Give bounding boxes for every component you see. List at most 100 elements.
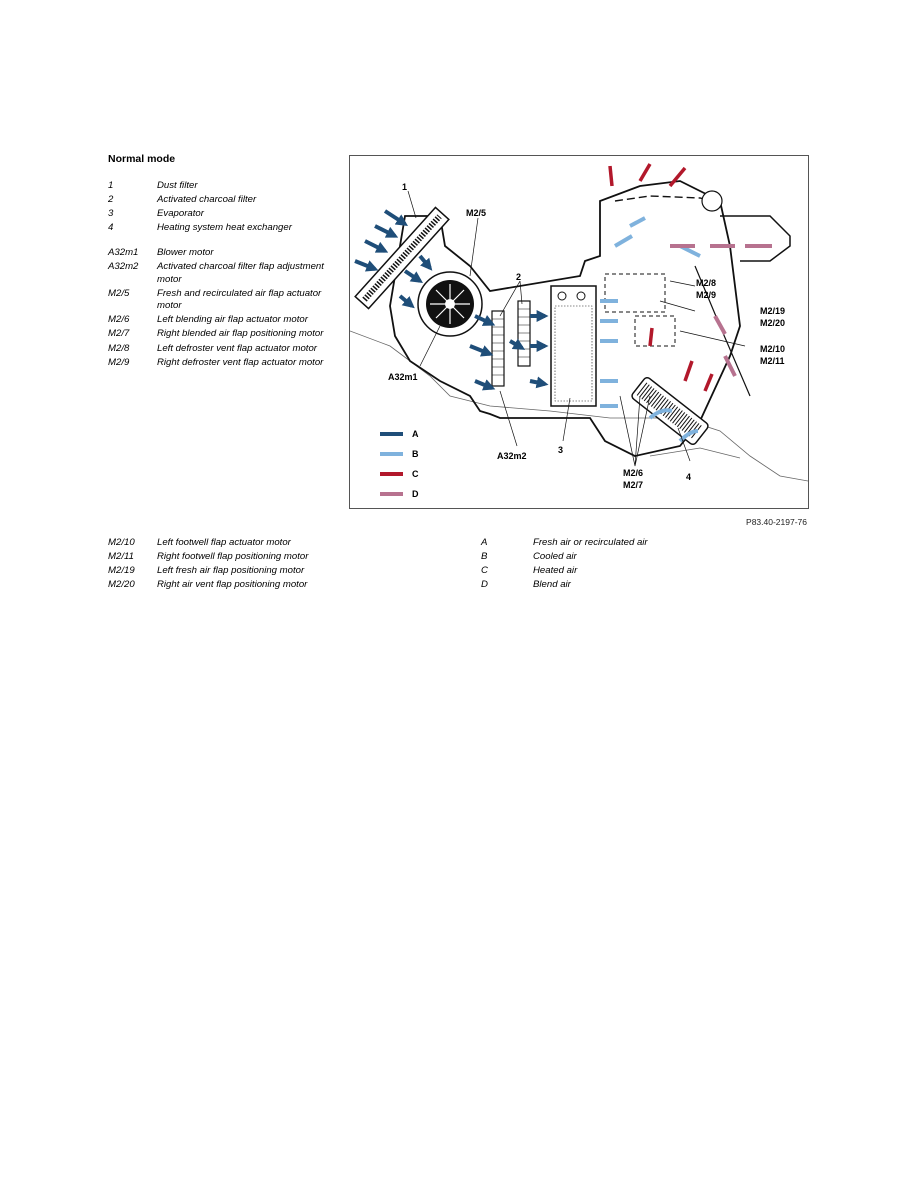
legend-code: M2/7 <box>108 328 130 340</box>
legend-code: 2 <box>108 194 114 206</box>
legend-code: M2/19 <box>108 565 135 577</box>
legend-code: D <box>481 579 488 591</box>
legend-code: 4 <box>108 222 114 234</box>
legend-text: Fresh and recirculated air flap actuator… <box>157 287 322 312</box>
airflow-arrows-blend <box>670 244 772 377</box>
legend-row: D Blend air <box>481 579 741 592</box>
label-m2-5: M2/5 <box>466 208 486 218</box>
label-dust-filter: 1 <box>402 182 407 192</box>
label-m2-8: M2/8 <box>696 278 716 288</box>
evaporator <box>550 285 597 407</box>
hvac-housing <box>389 180 741 457</box>
legend-code: A <box>481 537 488 548</box>
legend-text: Dust filter <box>157 180 198 191</box>
legend-row: M2/5 Fresh and recirculated air flap actu… <box>108 288 338 313</box>
label-m2-6: M2/6 <box>623 468 643 478</box>
airflow-arrows-heated <box>608 163 714 392</box>
legend-code: B <box>481 551 488 563</box>
flap-motor-block-lower <box>634 315 676 347</box>
label-m2-10: M2/10 <box>760 344 785 354</box>
legend-row: A32m1 Blower motor <box>108 247 338 260</box>
legend-row: C Heated air <box>481 565 741 578</box>
label-a32m2: A32m2 <box>497 451 527 461</box>
legend-row: M2/8 Left defroster vent flap actuator mo… <box>108 343 338 356</box>
key-label-d: D <box>412 489 419 499</box>
legend-text: Left fresh air flap positioning motor <box>157 565 305 577</box>
legend-row: B Cooled air <box>481 551 741 564</box>
blower-fan <box>417 271 483 337</box>
legend-text: Right footwell flap positioning motor <box>157 551 309 563</box>
label-m2-7: M2/7 <box>623 480 643 490</box>
legend-code: M2/10 <box>108 537 135 548</box>
legend-text: Blend air <box>533 579 571 591</box>
legend-row: 2 Activated charcoal filter <box>108 194 338 207</box>
legend-text: Fresh air or recirculated air <box>533 537 648 548</box>
legend-row: A32m2 Activated charcoal filter flap adju… <box>108 261 338 286</box>
legend-text: Activated charcoal filter <box>157 194 257 206</box>
legend-text: Evaporator <box>157 208 204 220</box>
legend-text: Activated charcoal filter flap adjustmen… <box>157 260 324 285</box>
legend-code: M2/6 <box>108 314 130 326</box>
leader-lines <box>407 190 746 467</box>
key-label-b: B <box>412 449 419 459</box>
legend-code: M2/20 <box>108 579 135 591</box>
label-evaporator: 3 <box>558 445 563 455</box>
legend-text: Right air vent flap positioning motor <box>157 579 308 591</box>
air-type-legend: A Fresh air or recirculated air B Cooled a… <box>481 537 741 593</box>
legend-code: M2/9 <box>108 356 130 368</box>
legend-row: M2/10 Left footwell flap actuator motor <box>108 537 408 550</box>
legend-row: M2/20 Right air vent flap positioning mot… <box>108 579 408 592</box>
airflow-arrows-fresh <box>354 209 549 391</box>
label-m2-9: M2/9 <box>696 290 716 300</box>
label-a32m1: A32m1 <box>388 372 418 382</box>
label-heat-exchanger: 4 <box>686 472 691 482</box>
legend-row: 4 Heating system heat exchanger <box>108 222 338 235</box>
legend-row: M2/7 Right blended air flap positioning m… <box>108 328 338 341</box>
legend-code: M2/5 <box>108 287 130 299</box>
legend-text: Right blended air flap positioning motor <box>157 328 324 340</box>
legend-text: Left defroster vent flap actuator motor <box>157 342 317 354</box>
airflow-diagram: 1 M2/5 2 A32m1 A32m2 3 M2/6 M2/7 4 M2/8 … <box>349 155 809 509</box>
figure-reference: P83.40-2197-76 <box>746 517 807 527</box>
label-m2-20: M2/20 <box>760 318 785 328</box>
legend-row: 1 Dust filter <box>108 180 338 193</box>
legend-text: Right defroster vent flap actuator motor <box>157 356 324 368</box>
legend-row: M2/6 Left blending air flap actuator moto… <box>108 314 338 327</box>
legend-row: M2/11 Right footwell flap positioning mot… <box>108 551 408 564</box>
dust-filter <box>354 206 450 310</box>
legend-code: C <box>481 565 488 577</box>
legend-row: M2/9 Right defroster vent flap actuator m… <box>108 357 338 370</box>
floor-outline <box>649 447 741 459</box>
key-label-c: C <box>412 469 419 479</box>
legend-text: Blower motor <box>157 246 214 258</box>
vent-outlet <box>701 190 723 212</box>
key-arrows <box>380 432 403 496</box>
legend-code: 1 <box>108 180 114 191</box>
airflow-arrows-cooled <box>600 216 701 443</box>
legend-code: A32m2 <box>108 260 139 272</box>
vent-duct <box>720 215 791 262</box>
legend-text: Left footwell flap actuator motor <box>157 537 291 548</box>
legend-code: M2/11 <box>108 551 134 563</box>
legend-text: Cooled air <box>533 551 577 563</box>
legend-row: 3 Evaporator <box>108 208 338 221</box>
legend-text: Heated air <box>533 565 578 577</box>
flap-motor-block <box>604 273 666 313</box>
section-title: Normal mode <box>108 153 176 165</box>
charcoal-filter-rear <box>517 300 531 367</box>
label-charcoal-filter: 2 <box>516 272 521 282</box>
legend-code: 3 <box>108 208 114 220</box>
legend-row: M2/19 Left fresh air flap positioning mot… <box>108 565 408 578</box>
key-label-a: A <box>412 429 419 439</box>
label-m2-11: M2/11 <box>760 356 785 366</box>
charcoal-filter-front <box>491 310 505 387</box>
legend-code: M2/8 <box>108 342 130 354</box>
label-m2-19: M2/19 <box>760 306 785 316</box>
motor-legend-continued: M2/10 Left footwell flap actuator motor M… <box>108 537 408 593</box>
airflow-diagram-svg: 1 M2/5 2 A32m1 A32m2 3 M2/6 M2/7 4 M2/8 … <box>350 163 808 499</box>
legend-code: A32m1 <box>108 246 139 258</box>
legend-text: Heating system heat exchanger <box>157 222 292 234</box>
legend-row: A Fresh air or recirculated air <box>481 537 741 550</box>
legend-text: Left blending air flap actuator motor <box>157 314 308 326</box>
